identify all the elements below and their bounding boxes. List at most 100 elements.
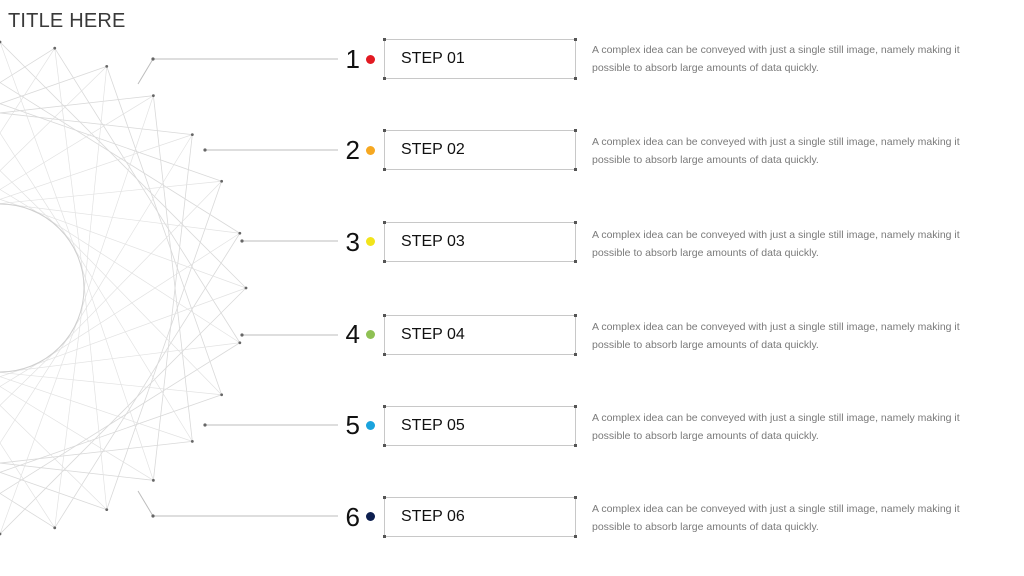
wheel-chord <box>0 95 154 114</box>
connector-node <box>203 148 207 152</box>
wheel-tangent <box>0 359 45 387</box>
connector-node <box>240 239 244 243</box>
wheel-node <box>0 532 2 536</box>
wheel-chord <box>0 492 55 529</box>
wheel-inner-ring <box>0 203 85 373</box>
connector-node <box>151 57 155 61</box>
wheel-tangent <box>0 41 80 260</box>
step-description: A complex idea can be conveyed with just… <box>592 321 960 351</box>
step-color-dot <box>366 237 375 246</box>
step-description: A complex idea can be conveyed with just… <box>592 229 960 259</box>
connector-node <box>203 423 207 427</box>
wheel-tangent <box>10 204 240 234</box>
wheel-chord <box>0 82 241 234</box>
step-color-dot <box>366 512 375 521</box>
wheel-node <box>190 439 194 443</box>
connector-node <box>240 333 244 337</box>
wheel-tangent <box>0 316 80 535</box>
step-number: 5 <box>345 410 360 440</box>
wheel-tangent <box>71 134 193 333</box>
wheel-node <box>244 286 248 290</box>
wheel-tangent <box>71 243 193 442</box>
string-art-wheel <box>0 40 248 536</box>
wheel-tangent <box>54 48 84 278</box>
step-label: STEP 04 <box>401 326 465 343</box>
wheel-node <box>151 94 155 98</box>
connector-line <box>137 58 338 85</box>
wheel-node <box>105 508 109 512</box>
wheel-tangent <box>10 342 240 372</box>
wheel-tangent <box>0 442 56 529</box>
wheel-tangent <box>0 189 45 217</box>
step-color-dot <box>366 146 375 155</box>
wheel-chord <box>0 471 107 511</box>
wheel-chord <box>106 66 223 395</box>
step-number: 4 <box>345 319 360 349</box>
step-description: A complex idea can be conveyed with just… <box>592 412 960 442</box>
step-box[interactable]: STEP 05 <box>383 405 577 447</box>
step-label: STEP 06 <box>401 508 465 525</box>
wheel-chord <box>0 287 247 535</box>
wheel-node <box>151 478 155 482</box>
slide-title: TITLE HERE <box>8 10 126 32</box>
wheel-tangent <box>0 386 154 481</box>
connector-lines <box>137 57 338 518</box>
step-number: 3 <box>345 227 360 257</box>
wheel-tangent <box>0 333 71 444</box>
step-box[interactable]: STEP 03 <box>383 221 577 263</box>
step-box[interactable]: STEP 01 <box>383 38 577 80</box>
wheel-tangent <box>59 229 222 395</box>
connector-line <box>137 490 338 517</box>
wheel-chord <box>0 112 193 136</box>
wheel-chord <box>0 103 222 182</box>
step-label: STEP 02 <box>401 141 465 158</box>
wheel-tangent <box>54 298 84 528</box>
wheel-tangent <box>45 217 241 344</box>
wheel-chord <box>0 342 241 494</box>
step-label: STEP 05 <box>401 417 465 434</box>
step-label: STEP 03 <box>401 233 465 250</box>
wheel-tangent <box>0 47 56 134</box>
step-number: 2 <box>345 135 360 165</box>
wheel-tangent <box>83 66 108 297</box>
step-description: A complex idea can be conveyed with just… <box>592 503 960 533</box>
step-box[interactable]: STEP 02 <box>383 129 577 171</box>
wheel-tangent <box>0 95 154 190</box>
wheel-chord <box>54 47 241 343</box>
wheel-chord <box>152 134 193 481</box>
wheel-node <box>220 179 224 183</box>
wheel-tangent <box>0 376 193 442</box>
wheel-node <box>0 40 2 44</box>
wheel-chord <box>152 95 193 442</box>
wheel-tangent <box>45 232 241 359</box>
step-color-dot <box>366 330 375 339</box>
wheel-node <box>190 133 194 137</box>
wheel-tangent <box>0 132 71 243</box>
wheel-chord <box>0 462 154 481</box>
step-color-dot <box>366 55 375 64</box>
wheel-chord <box>0 41 247 289</box>
wheel-tangent <box>0 372 222 396</box>
step-number: 6 <box>345 502 360 532</box>
wheel-tangent <box>0 170 59 229</box>
wheel-tangent <box>0 134 193 200</box>
wheel-node <box>53 526 57 530</box>
wheel-tangent <box>79 261 154 481</box>
wheel-chord <box>106 181 223 510</box>
step-number: 1 <box>345 44 360 74</box>
step-box[interactable]: STEP 06 <box>383 496 577 538</box>
wheel-tangent <box>0 66 107 172</box>
step-color-dot <box>366 421 375 430</box>
connector-node <box>151 514 155 518</box>
step-box[interactable]: STEP 04 <box>383 314 577 356</box>
wheel-tangent <box>59 181 222 347</box>
wheel-chord <box>0 394 222 473</box>
wheel-node <box>53 46 57 50</box>
wheel-tangent <box>0 347 59 406</box>
wheel-node <box>238 231 242 235</box>
wheel-chord <box>0 47 55 84</box>
step-label: STEP 01 <box>401 50 465 67</box>
wheel-chord <box>54 233 241 529</box>
